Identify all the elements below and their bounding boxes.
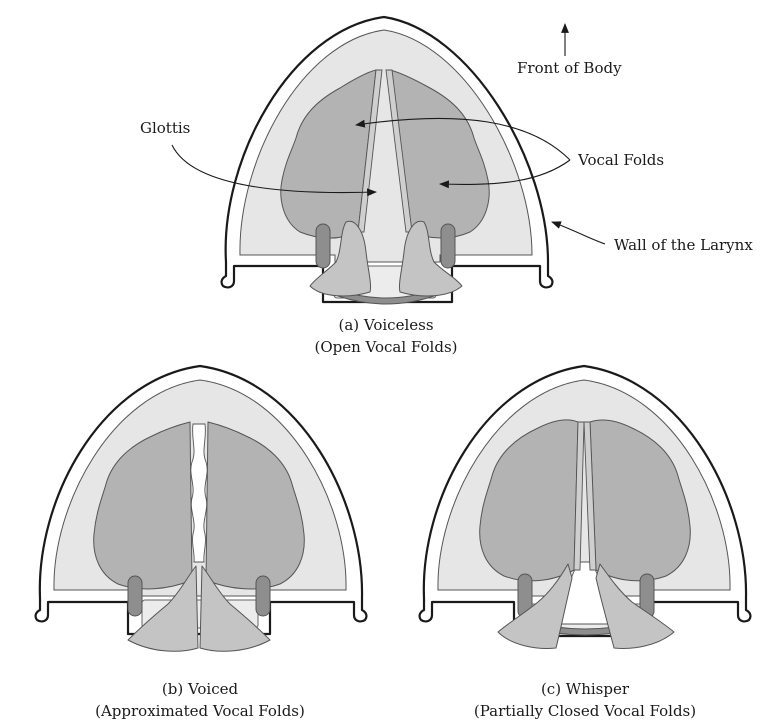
caption-a-line1: (a) Voiceless [338, 316, 433, 334]
vocal-folds-label: Vocal Folds [577, 151, 664, 169]
wall-of-larynx-arrow [552, 222, 605, 244]
caption-c-line1: (c) Whisper [541, 680, 630, 698]
front-of-body-label: Front of Body [517, 59, 622, 77]
left-knob [128, 576, 142, 616]
caption-a-line2: (Open Vocal Folds) [314, 338, 457, 356]
glottis-wavy-gap [191, 424, 207, 562]
caption-c-line2: (Partially Closed Vocal Folds) [474, 702, 696, 720]
panel-b-voiced [36, 366, 367, 651]
wall-of-larynx-label: Wall of the Larynx [614, 236, 753, 254]
right-knob [256, 576, 270, 616]
panel-c-whisper [420, 366, 751, 648]
panel-a-voiceless [222, 17, 553, 304]
larynx-inner-lining [240, 30, 532, 262]
glottis-label: Glottis [140, 119, 190, 137]
caption-b-line2: (Approximated Vocal Folds) [95, 702, 305, 720]
caption-b-line1: (b) Voiced [162, 680, 239, 698]
right-knob [441, 224, 455, 268]
left-knob [316, 224, 330, 268]
